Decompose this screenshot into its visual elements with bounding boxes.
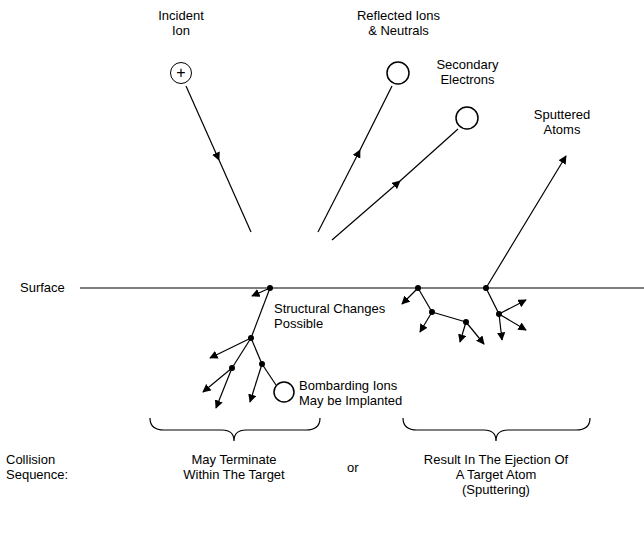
electron-path xyxy=(332,181,400,240)
electron-particle xyxy=(456,107,478,129)
outcome-label: Result In The Ejection Of A Target Atom … xyxy=(422,452,570,497)
electron-path xyxy=(400,129,458,181)
bracket xyxy=(403,418,590,441)
note-label: Bombarding Ions May be Implanted xyxy=(299,378,413,408)
particle-label: Reflected Ions & Neutrals xyxy=(351,8,446,38)
incident-ion: Incident Ion + xyxy=(150,8,212,84)
collision-path xyxy=(216,368,232,408)
collision-path xyxy=(250,364,262,402)
collision-point xyxy=(267,285,273,291)
collision-point xyxy=(259,361,265,367)
collision-point xyxy=(429,309,435,315)
collision-path xyxy=(460,322,466,342)
collision-path xyxy=(499,314,502,340)
collision-path xyxy=(499,314,526,330)
outcome-label: May Terminate Within The Target xyxy=(176,452,292,482)
row-label: Collision Sequence: xyxy=(6,452,78,482)
collision-point xyxy=(496,311,502,317)
reflected-particle xyxy=(387,62,409,84)
collision-path xyxy=(402,288,418,304)
collision-path xyxy=(499,300,526,314)
bracket xyxy=(150,418,320,441)
implanted-ion xyxy=(274,382,294,402)
note-label: Structural Changes Possible xyxy=(274,301,386,331)
particle-label: Secondary Electrons xyxy=(430,57,505,87)
collision-path xyxy=(486,288,499,314)
collision-path xyxy=(432,312,466,322)
collision-path xyxy=(251,338,262,364)
node-heading: Incident Ion xyxy=(150,8,212,38)
particle-label: Sputtered Atoms xyxy=(526,107,598,137)
reflected-path xyxy=(360,86,392,150)
charge-sign: + xyxy=(176,64,185,81)
incident-path xyxy=(219,160,251,232)
ion-circle: + xyxy=(170,62,192,84)
incident-path xyxy=(186,86,219,160)
collision-point xyxy=(463,319,469,325)
connector-word: or xyxy=(347,460,367,475)
surface-line xyxy=(80,287,644,288)
collision-path xyxy=(466,322,484,344)
collision-path xyxy=(262,364,276,385)
collision-path xyxy=(251,288,270,338)
sputter-path xyxy=(486,156,566,288)
surface-label: Surface xyxy=(20,280,78,295)
collision-path xyxy=(420,312,432,332)
collision-path xyxy=(232,338,251,368)
collision-point xyxy=(248,335,254,341)
collision-point xyxy=(229,365,235,371)
collision-path xyxy=(418,288,432,312)
reflected-path xyxy=(318,150,360,232)
collision-point xyxy=(483,285,489,291)
collision-point xyxy=(415,285,421,291)
